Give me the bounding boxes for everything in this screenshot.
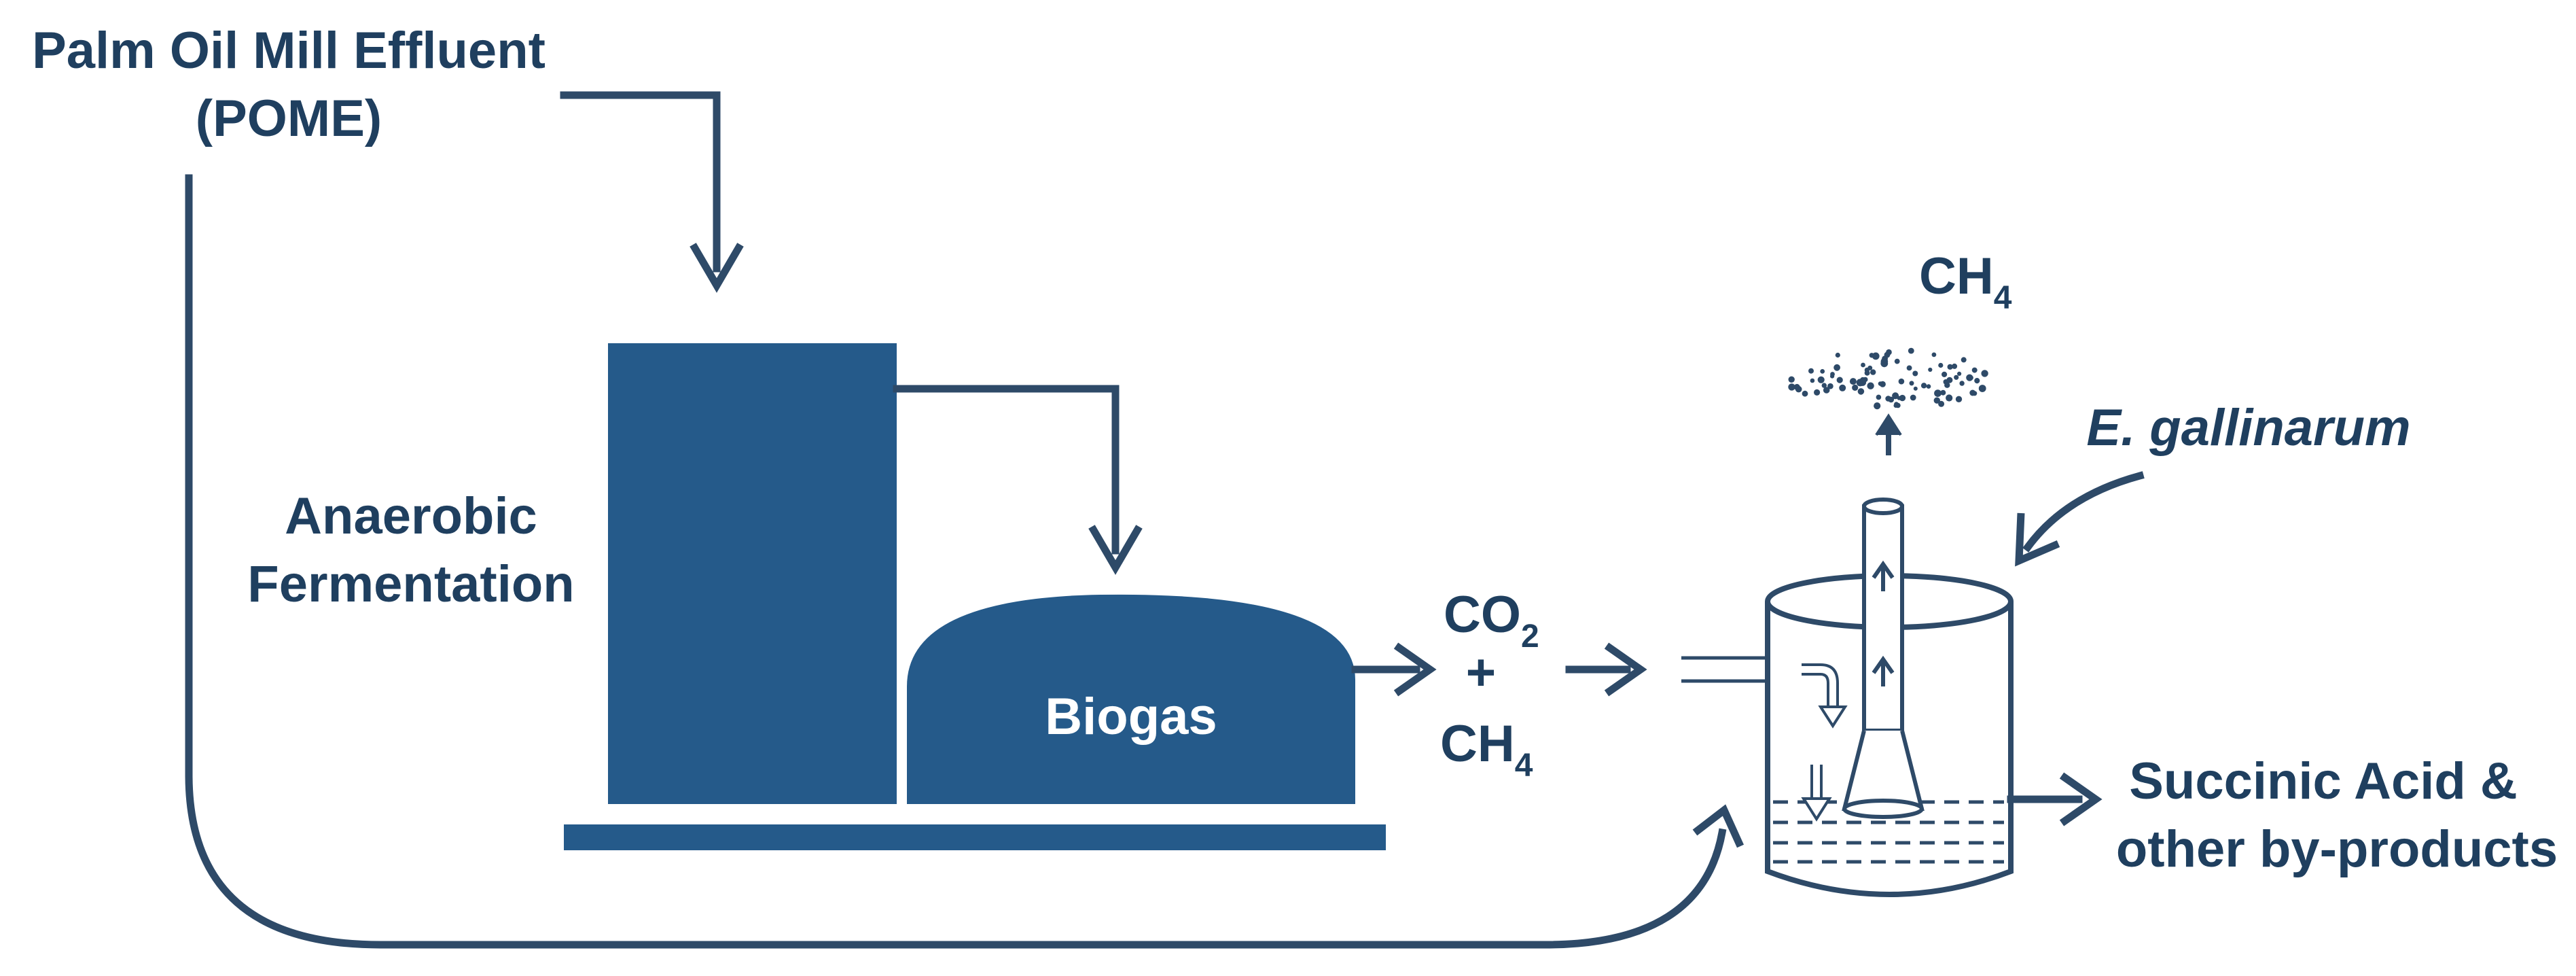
product-label-line1: Succinic Acid & [2129,752,2518,810]
pome-bypass-arrow [185,174,1745,949]
digester-tank [608,343,897,804]
product-label-line2: other by-products [2116,820,2558,878]
biogas-label: Biogas [1045,688,1217,746]
anaerobic-label-line2: Fermentation [247,555,574,613]
co2-label: CO2 [1444,586,1539,655]
methane-bubbles [1788,347,1988,410]
organism-pointer-arrow [2015,471,2145,567]
pome-to-digester-arrow [560,91,744,293]
reactor-vessel [1681,498,2014,897]
plus-sign: + [1466,644,1496,701]
biogas-dome [907,594,1355,804]
reactor-to-products-arrow [2007,772,2103,826]
pome-label-line1: Palm Oil Mill Effluent [32,22,545,80]
organism-label: E. gallinarum [2086,399,2410,457]
gas-to-reactor-arrow [1565,642,1647,697]
anaerobic-label-line1: Anaerobic [285,487,537,545]
pome-label-line2: (POME) [196,90,382,147]
base-platform [564,824,1386,850]
methane-release-arrow [1875,413,1902,455]
ch4-mid-label: CH4 [1440,715,1533,784]
biogas-to-gas-arrow [1351,642,1437,697]
digester-to-biogas-arrow [893,385,1143,575]
ch4-top-label: CH4 [1919,247,2012,316]
